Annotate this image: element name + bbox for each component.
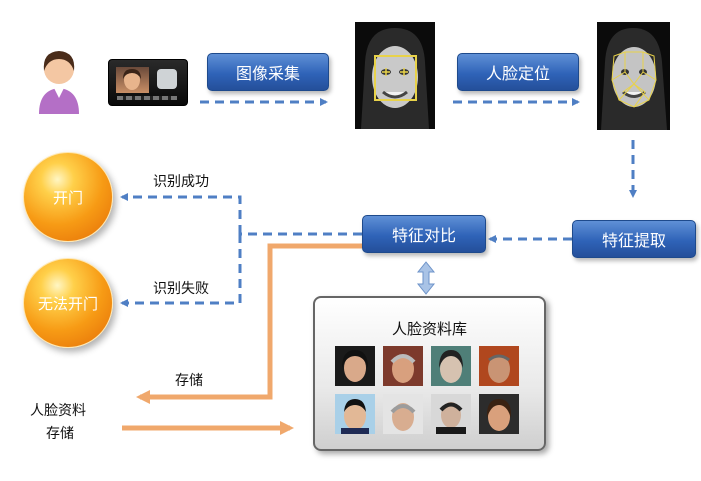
database-face-thumb: [479, 394, 519, 434]
step-feature-extraction: 特征提取: [572, 220, 696, 258]
terminal-screen: [116, 67, 149, 93]
user-icon: [34, 44, 84, 114]
step-face-location: 人脸定位: [457, 53, 579, 91]
database-title: 人脸资料库: [391, 320, 467, 338]
step-label: 特征对比: [391, 226, 456, 245]
terminal-sensor: [157, 69, 177, 89]
face-landmark-photo: [597, 22, 670, 130]
cannot-open-label: 无法开门: [37, 294, 98, 313]
step-label: 图像采集: [235, 64, 300, 83]
open-door-circle: 开门: [23, 152, 113, 242]
face-detected-photo: [355, 22, 435, 129]
database-face-thumb: [431, 394, 471, 434]
database-face-thumb: [383, 346, 423, 386]
arrow-success-to-open: [120, 193, 242, 234]
open-door-label: 开门: [52, 188, 83, 207]
arrow-storage-out: [136, 243, 362, 404]
step-label: 人脸定位: [485, 64, 550, 83]
database-face-thumb: [335, 394, 375, 434]
database-face-thumb: [335, 346, 375, 386]
face-data-label: 人脸资料: [30, 403, 86, 419]
face-terminal-device: [108, 59, 188, 106]
cannot-open-door-circle: 无法开门: [23, 258, 113, 348]
database-face-thumb: [479, 346, 519, 386]
database-face-thumb: [431, 346, 471, 386]
success-label: 识别成功: [153, 174, 209, 190]
face-database-panel: 人脸资料库: [313, 296, 546, 451]
storage-sub-label: 存储: [46, 426, 74, 442]
double-arrow-compare-database: [416, 261, 436, 295]
arrow-fail-to-cannot-open: [120, 234, 242, 307]
terminal-keypad: [117, 96, 177, 100]
fail-label: 识别失败: [153, 281, 209, 297]
step-label: 特征提取: [601, 231, 666, 250]
database-face-thumb: [383, 394, 423, 434]
storage-label: 存储: [175, 373, 203, 389]
step-feature-comparison: 特征对比: [362, 215, 486, 253]
step-image-capture: 图像采集: [207, 53, 329, 91]
